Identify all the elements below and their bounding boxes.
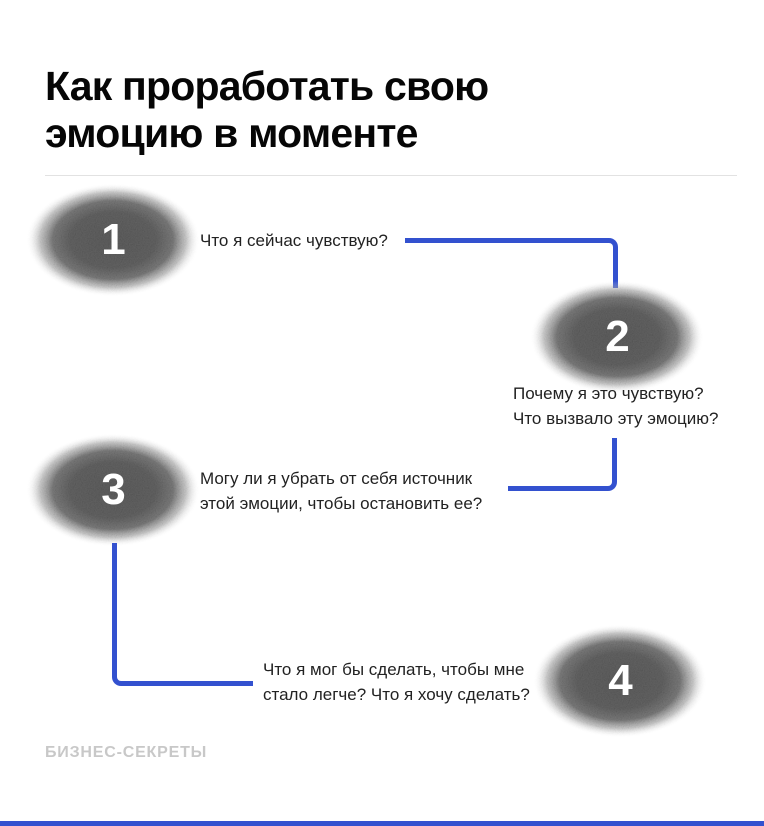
step-4-oval (534, 625, 706, 737)
step-4-number: 4 (608, 656, 632, 705)
brand-accent-bar (0, 821, 764, 826)
step-4-question-line1: Что я мог бы сделать, чтобы мне (263, 660, 525, 679)
step-2-number: 2 (605, 312, 629, 361)
brand-logo-text: БИЗНЕС-СЕКРЕТЫ (45, 744, 208, 761)
header-divider (45, 175, 737, 176)
step-1-question-line1: Что я сейчас чувствую? (200, 231, 388, 250)
page-title-line1: Как проработать свою (45, 63, 489, 109)
step-2-question: Почему я это чувствую? Что вызвало эту э… (513, 381, 719, 431)
connector-step2-step3 (508, 438, 617, 491)
step-2-oval (531, 281, 703, 393)
step-3-number: 3 (101, 465, 125, 514)
step-3-question-line1: Могу ли я убрать от себя источник (200, 469, 473, 488)
step-3-oval (27, 434, 199, 546)
step-4-question-line2: стало легче? Что я хочу сделать? (263, 685, 530, 704)
page-title-line2: эмоцию в моменте (45, 110, 418, 156)
step-1-question: Что я сейчас чувствую? (200, 228, 388, 253)
step-2-question-line2: Что вызвало эту эмоцию? (513, 409, 719, 428)
step-4-question: Что я мог бы сделать, чтобы мне стало ле… (263, 657, 530, 707)
step-1-oval (27, 184, 199, 296)
connector-step3-step4 (112, 543, 253, 686)
step-2-question-line1: Почему я это чувствую? (513, 384, 704, 403)
step-3-question: Могу ли я убрать от себя источник этой э… (200, 466, 482, 516)
step-3-question-line2: этой эмоции, чтобы остановить ее? (200, 494, 483, 513)
connector-step1-step2 (405, 238, 618, 288)
page-title: Как проработать свою эмоцию в моменте (45, 63, 489, 157)
step-1-number: 1 (101, 215, 125, 264)
